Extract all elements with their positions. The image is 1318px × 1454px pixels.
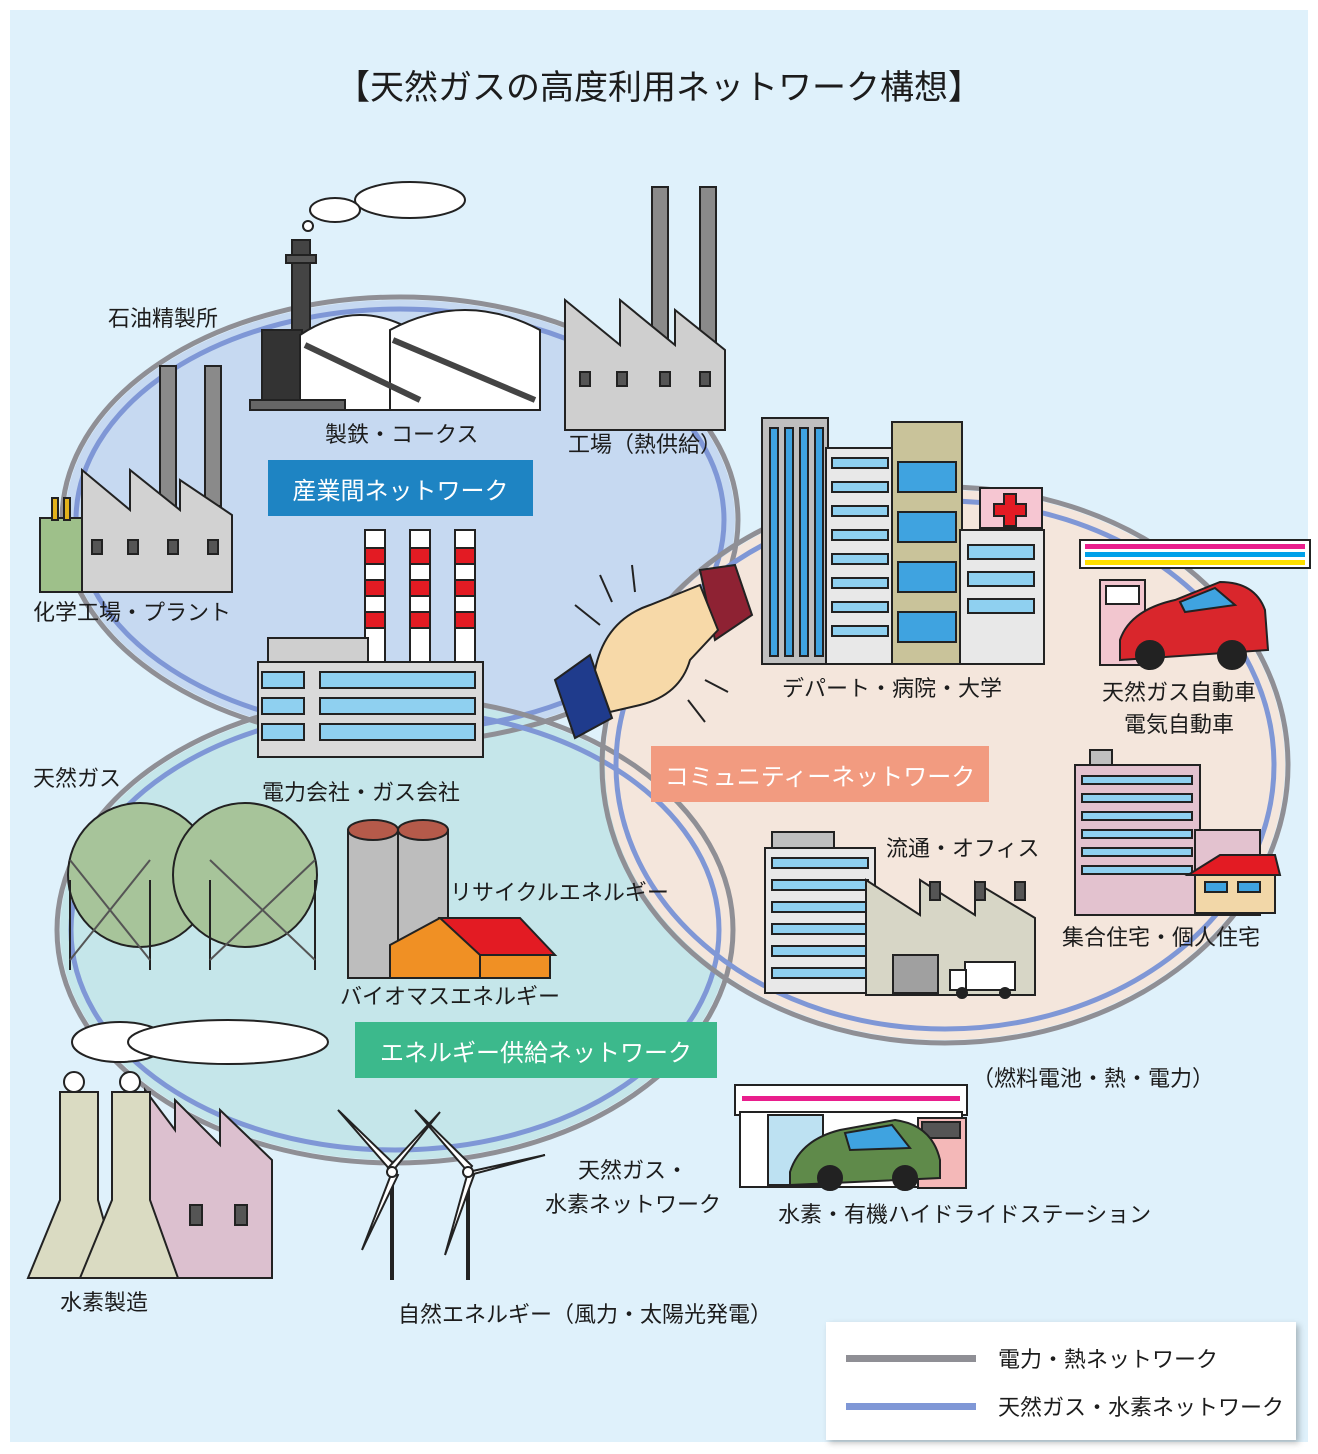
biomass-facility-illustration	[347, 819, 558, 979]
hydrogen-station-label: 水素・有機ハイドライドステーション	[778, 1203, 1152, 1228]
community-network-label: コミュニティーネットワーク	[651, 746, 989, 802]
natural-energy-label: 自然エネルギー（風力・太陽光発電）	[398, 1303, 773, 1328]
steel-coke-label: 製鉄・コークス	[325, 423, 479, 448]
hydrogen-station-illustration	[734, 1084, 968, 1191]
natural-gas-tanks-illustration	[67, 802, 318, 970]
legend-swatch-power-heat	[846, 1354, 976, 1362]
refinery-illustration	[249, 181, 541, 411]
ev-label: 電気自動車	[1124, 713, 1235, 738]
housing-illustration	[1074, 749, 1282, 916]
oil-refinery-label: 石油精製所	[108, 307, 219, 332]
wind-turbines-illustration	[337, 1109, 546, 1280]
biomass-label: バイオマスエネルギー	[340, 985, 561, 1010]
distribution-office-label: 流通・オフィス	[886, 837, 1040, 862]
fuelcell-heat-power-label: （燃料電池・熱・電力）	[972, 1067, 1215, 1092]
legend-item-gas-hydrogen: 天然ガス・水素ネットワーク	[826, 1390, 1284, 1422]
diagram-title: 【天然ガスの高度利用ネットワーク構想】	[336, 68, 982, 108]
legend-swatch-gas-hydrogen	[846, 1402, 976, 1410]
legend: 電力・熱ネットワーク 天然ガス・水素ネットワーク	[826, 1322, 1296, 1440]
chemical-plant-label: 化学工場・プラント	[33, 601, 232, 626]
hydrogen-production-label: 水素製造	[60, 1291, 149, 1316]
ngv-label: 天然ガス自動車	[1102, 681, 1257, 706]
factory-heat-illustration	[564, 186, 726, 431]
handshake-icon	[553, 563, 754, 740]
department-hospital-university-illustration	[761, 417, 1045, 665]
hydrogen-production-illustration	[26, 1019, 329, 1279]
distribution-office-illustration	[764, 831, 1036, 999]
natural-gas-label: 天然ガス	[33, 767, 122, 792]
housing-label: 集合住宅・個人住宅	[1062, 926, 1261, 951]
energy-supply-network-label: エネルギー供給ネットワーク	[355, 1022, 717, 1078]
power-gas-company-label: 電力会社・ガス会社	[262, 781, 461, 806]
legend-item-power-heat: 電力・熱ネットワーク	[826, 1342, 1218, 1374]
industrial-network-label: 産業間ネットワーク	[268, 460, 533, 516]
legend-text-power-heat: 電力・熱ネットワーク	[998, 1348, 1219, 1373]
power-gas-company-illustration	[257, 529, 484, 758]
factory-heat-label: 工場（熱供給）	[568, 433, 723, 458]
ngv-ev-station-illustration	[1079, 539, 1311, 670]
legend-text-gas-hydrogen: 天然ガス・水素ネットワーク	[998, 1396, 1285, 1421]
gas-hydrogen-network-label-line1: 天然ガス・	[578, 1159, 689, 1184]
gas-hydrogen-network-label-line2: 水素ネットワーク	[545, 1193, 722, 1218]
dept-hospital-univ-label: デパート・病院・大学	[782, 677, 1003, 702]
chemical-plant-illustration	[39, 365, 233, 593]
recycle-energy-label: リサイクルエネルギー	[450, 881, 669, 906]
